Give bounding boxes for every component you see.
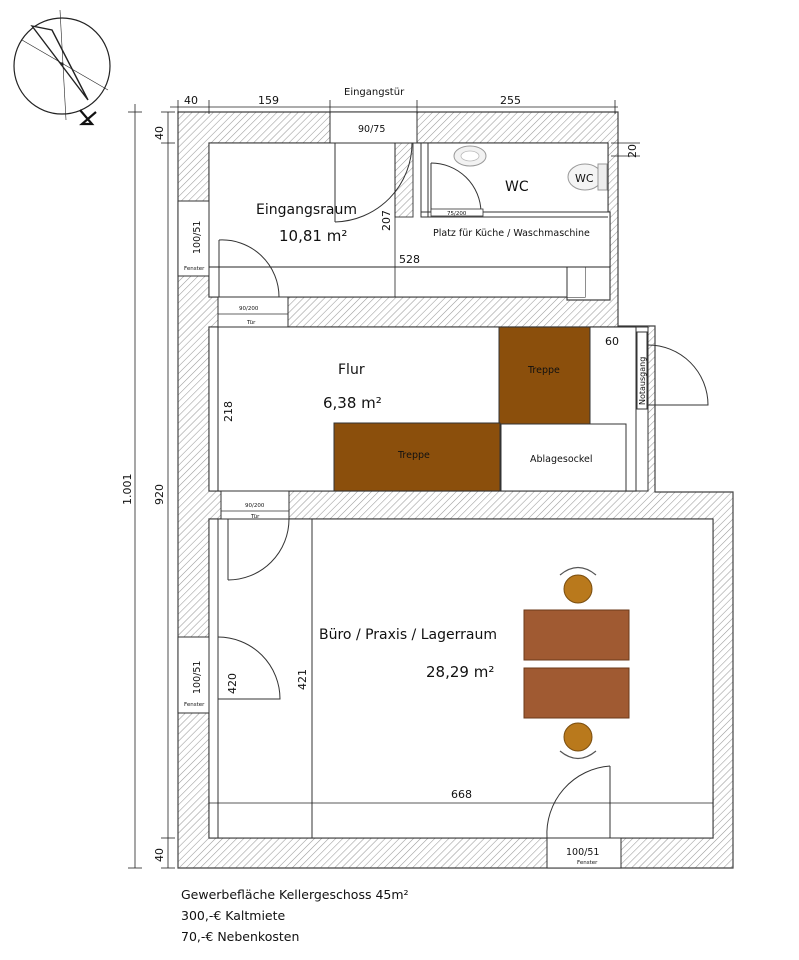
door-size-1: 90/200 bbox=[239, 306, 259, 312]
dim-top-wall: 40 bbox=[184, 94, 198, 107]
office-window-bottom-label: Fenster bbox=[577, 860, 598, 866]
compass-n-mark bbox=[79, 109, 97, 126]
chair-top-icon bbox=[559, 566, 597, 604]
entry-window-size: 100/51 bbox=[192, 221, 203, 254]
entry-door-bottom: 90/200 Tür bbox=[217, 296, 289, 328]
office-room-area: 28,29 m² bbox=[426, 663, 494, 681]
dim-corridor-width: 60 bbox=[605, 335, 619, 348]
entry-window: 100/51 Fenster bbox=[177, 200, 280, 298]
toilet-icon: WC bbox=[567, 163, 608, 191]
entrance-door: 90/75 bbox=[329, 111, 418, 223]
door-size-2: 90/200 bbox=[245, 503, 265, 509]
dim-entry-width: 528 bbox=[399, 253, 420, 266]
table-top bbox=[523, 609, 630, 661]
wc-fixtures: WC bbox=[453, 145, 608, 191]
hall-room-name: Flur bbox=[338, 362, 365, 378]
table-bottom bbox=[523, 667, 630, 719]
stairs-lower: Treppe bbox=[333, 422, 501, 492]
wc-room-name: WC bbox=[505, 179, 529, 195]
dim-office-height-right: 421 bbox=[296, 669, 309, 690]
emergency-exit: Notausgang bbox=[638, 344, 709, 406]
listing-title: Gewerbefläche Kellergeschoss 45m² bbox=[181, 887, 409, 902]
compass-icon bbox=[13, 9, 111, 126]
toilet-label: WC bbox=[575, 172, 594, 185]
chair-bottom-icon bbox=[559, 722, 597, 760]
kitchen-space-label: Platz für Küche / Waschmaschine bbox=[433, 228, 590, 239]
door-label-2: Tür bbox=[250, 514, 260, 520]
office-window-left-size: 100/51 bbox=[192, 661, 203, 694]
dim-office-width: 668 bbox=[451, 788, 472, 801]
office-window-left: 100/51 Fenster bbox=[177, 636, 281, 714]
dim-wc-wall: 20 bbox=[626, 144, 639, 158]
entry-window-label: Fenster bbox=[184, 266, 205, 272]
stairs-upper: Treppe bbox=[498, 326, 591, 425]
stairs-upper-label: Treppe bbox=[527, 365, 560, 376]
shelf-label: Ablagesockel bbox=[530, 454, 593, 465]
shelf-plinth: Ablagesockel bbox=[500, 423, 627, 492]
dim-left-wall-top: 40 bbox=[153, 126, 166, 140]
desk-group bbox=[523, 566, 630, 760]
hall-door: 90/200 Tür bbox=[220, 490, 290, 581]
listing-summary: Gewerbefläche Kellergeschoss 45m² 300,-€… bbox=[181, 884, 409, 947]
office-window-bottom-size: 100/51 bbox=[566, 847, 599, 858]
office-window-left-label: Fenster bbox=[184, 702, 205, 708]
dim-hall-height: 218 bbox=[222, 401, 235, 422]
office-room-name: Büro / Praxis / Lagerraum bbox=[319, 627, 497, 643]
wc-door: 75/200 bbox=[430, 162, 484, 217]
dim-top-left: 159 bbox=[258, 94, 279, 107]
listing-costs: 70,-€ Nebenkosten bbox=[181, 929, 300, 944]
office-window-bottom: 100/51 Fenster bbox=[546, 765, 622, 869]
listing-rent: 300,-€ Kaltmiete bbox=[181, 908, 286, 923]
door-label-1: Tür bbox=[246, 320, 256, 326]
dim-entry-height: 207 bbox=[380, 210, 393, 231]
dim-top-right: 255 bbox=[500, 94, 521, 107]
entrance-door-label: Eingangstür bbox=[344, 87, 405, 98]
entry-room-area: 10,81 m² bbox=[279, 227, 347, 245]
dim-inner-height: 920 bbox=[153, 484, 166, 505]
dim-overall-height: 1.001 bbox=[121, 474, 134, 506]
entrance-door-size: 90/75 bbox=[358, 124, 385, 135]
entry-room-name: Eingangsraum bbox=[256, 202, 357, 218]
dim-office-height-left: 420 bbox=[226, 673, 239, 694]
emergency-exit-label: Notausgang bbox=[638, 357, 647, 405]
wc-door-size: 75/200 bbox=[447, 211, 467, 217]
hall-room-area: 6,38 m² bbox=[323, 394, 382, 412]
dim-left-wall-bottom: 40 bbox=[153, 848, 166, 862]
stairs-lower-label: Treppe bbox=[397, 450, 430, 461]
dimension-lines bbox=[128, 100, 714, 869]
